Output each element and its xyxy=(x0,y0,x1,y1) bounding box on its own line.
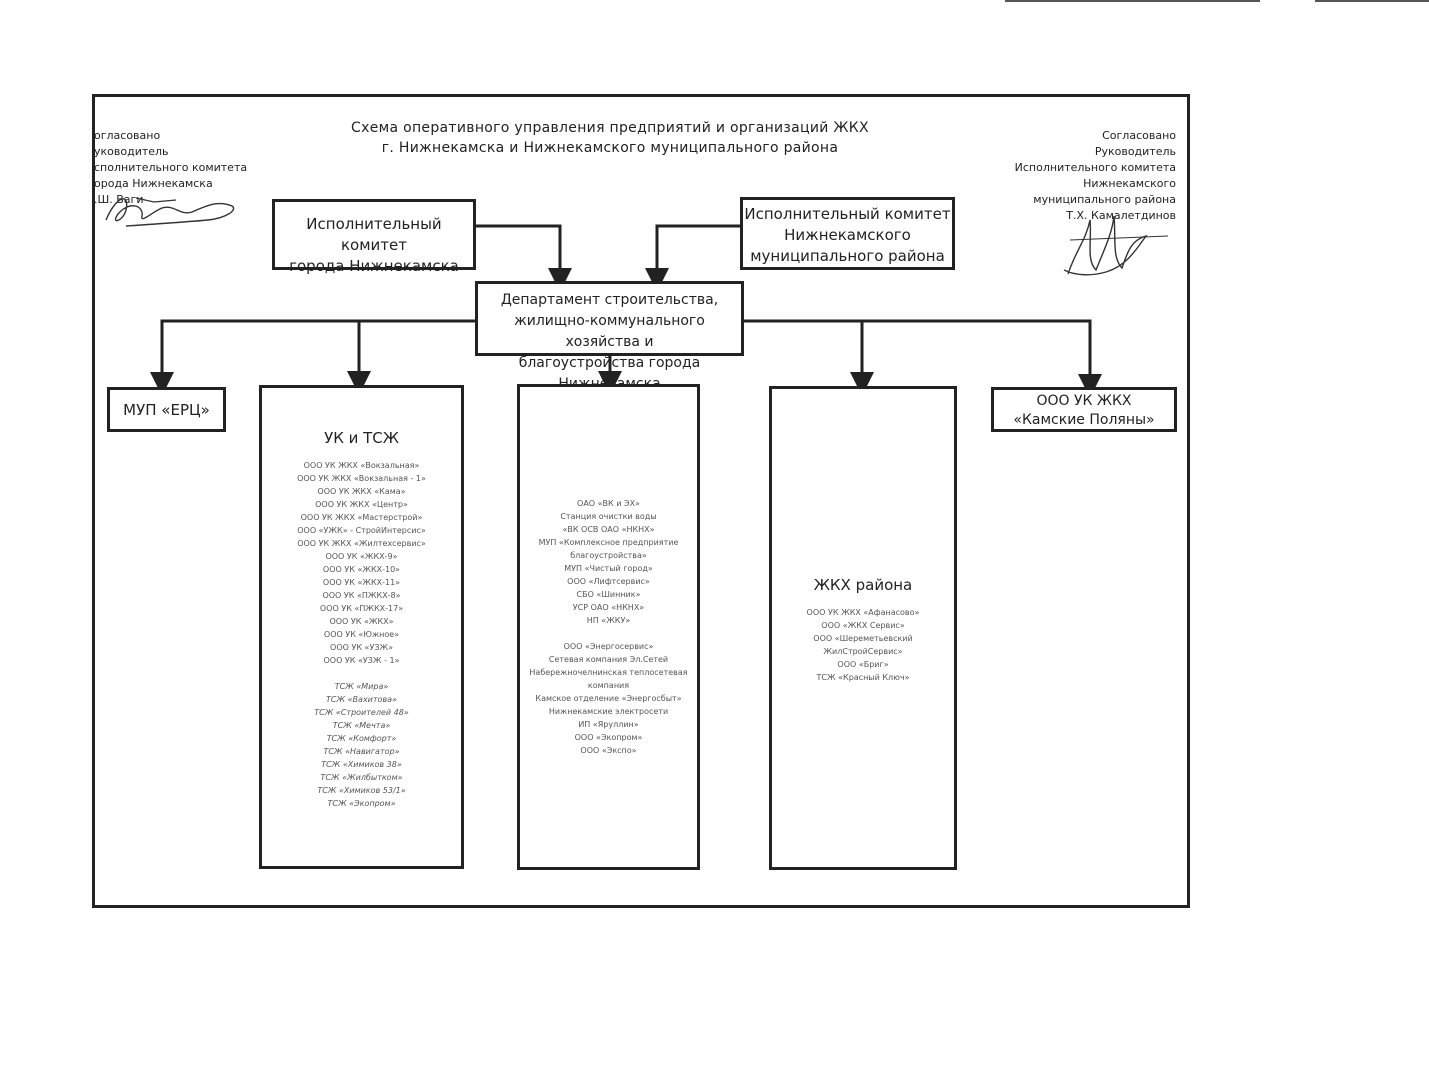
list-item: УСР ОАО «НКНХ» xyxy=(572,603,645,612)
signature-right xyxy=(1063,215,1169,276)
list-item: ООО УК ЖКХ «Вокзальная - 1» xyxy=(297,474,426,483)
list-item: ТСЖ «Мира» xyxy=(334,682,389,691)
list-item: МУП «Чистый город» xyxy=(564,564,653,573)
list-item: ООО УК «ЖКХ-10» xyxy=(322,565,401,574)
list-item: ТСЖ «Химиков 38» xyxy=(321,760,402,769)
district-committee-box: Исполнительный комитет Нижнекамского мун… xyxy=(740,197,955,270)
list-item: ООО УК ЖКХ «Центр» xyxy=(315,500,408,509)
list-item: ООО УК «ПЖКХ-17» xyxy=(319,604,404,613)
district-list: ООО УК ЖКХ «Афанасово» ООО «ЖКХ Сервис» … xyxy=(772,606,954,684)
list-item: Нижнекамские электросети xyxy=(548,707,669,716)
signature-left xyxy=(105,197,235,227)
mup-erc-box: МУП «ЕРЦ» xyxy=(107,387,226,432)
scan-edge-line xyxy=(1315,0,1429,2)
list-item: ООО УК ЖКХ «Кама» xyxy=(317,487,406,496)
uk-tszh-box: УК и ТСЖ ООО УК ЖКХ «Вокзальная» ООО УК … xyxy=(259,385,464,869)
diagram-frame xyxy=(92,94,1190,908)
list-item: ООО «Энергосервис» xyxy=(563,642,654,651)
list-item: НП «ЖКУ» xyxy=(586,616,631,625)
approval-line: уководитель xyxy=(94,145,169,158)
list-item: ООО УК «Южное» xyxy=(323,630,400,639)
approval-line: огласовано xyxy=(94,129,161,142)
list-item: ООО «Экспо» xyxy=(580,746,637,755)
connector-department-left-bus xyxy=(150,319,477,396)
list-item: ЖилСтройСервис» xyxy=(823,647,903,656)
list-item: ООО УК «УЗЖ» xyxy=(330,643,393,652)
connector-department-right-bus xyxy=(742,319,1102,398)
list-item: Набережночелнинская теплосетевая xyxy=(529,668,688,677)
box-title: ЖКХ района xyxy=(813,576,913,594)
list-item: ООО УК ЖКХ «Вокзальная» xyxy=(303,461,420,470)
box-title: УК и ТСЖ xyxy=(324,429,399,447)
list-item: компания xyxy=(587,681,630,690)
list-item: «ВК ОСВ ОАО «НКНХ» xyxy=(562,525,655,534)
approval-line: .Ш. Ваги xyxy=(94,193,144,206)
list-item: ООО УК «УЗЖ - 1» xyxy=(323,656,400,665)
utilities-list: ОАО «ВК и ЭХ» Станция очистки воды «ВК О… xyxy=(520,497,697,757)
list-item: ООО УК ЖКХ «Афанасово» xyxy=(806,608,920,617)
department-box: Департамент строительства, жилищно-комму… xyxy=(475,281,744,392)
approval-right: Согласовано Руководитель Исполнительного… xyxy=(990,128,1176,224)
list-item: ООО «Экопром» xyxy=(574,733,643,742)
approval-line: сполнительного комитета xyxy=(94,161,248,174)
list-item: ТСЖ «Химиков 53/1» xyxy=(317,786,406,795)
list-item: Станция очистки воды xyxy=(560,512,657,521)
approval-line: Нижнекамского xyxy=(1083,177,1176,190)
list-item: МУП «Комплексное предприятие xyxy=(538,538,679,547)
list-item: ТСЖ «Экопром» xyxy=(327,799,396,808)
approval-line: Руководитель xyxy=(1094,145,1176,158)
connector-district-to-department xyxy=(645,224,742,292)
utilities-box: ОАО «ВК и ЭХ» Станция очистки воды «ВК О… xyxy=(517,384,700,870)
district-zhkh-box: ЖКХ района ООО УК ЖКХ «Афанасово» ООО «Ж… xyxy=(769,386,957,870)
list-item: ТСЖ «Мечта» xyxy=(332,721,391,730)
list-item: ТСЖ «Вахитова» xyxy=(325,695,397,704)
list-item: ИП «Яруллин» xyxy=(578,720,639,729)
list-item: Сетевая компания Эл.Сетей xyxy=(548,655,669,664)
list-item: ООО УК «ЖКХ-9» xyxy=(325,552,398,561)
approval-line: Т.Х. Камалетдинов xyxy=(1066,209,1176,222)
list-item: ООО УК ЖКХ «Жилтехсервис» xyxy=(297,539,426,548)
approval-line: Исполнительного комитета xyxy=(1014,161,1176,174)
list-item: ОАО «ВК и ЭХ» xyxy=(577,499,640,508)
list-item: ООО «Шереметьевский xyxy=(813,634,913,643)
list-item: ООО «Лифтсервис» xyxy=(567,577,650,586)
approval-line: муниципального района xyxy=(1033,193,1176,206)
list-item: благоустройства» xyxy=(570,551,647,560)
diagram-title: Схема оперативного управления предприяти… xyxy=(351,120,869,156)
list-item: ООО УК ЖКХ «Мастерстрой» xyxy=(300,513,423,522)
approval-line: орода Нижнекамска xyxy=(94,177,213,190)
list-item: ООО УК «ЖКХ» xyxy=(329,617,394,626)
scan-edge-line xyxy=(1005,0,1260,2)
approval-left: огласовано уководитель сполнительного ко… xyxy=(94,128,247,208)
list-item: ТСЖ «Навигатор» xyxy=(323,747,400,756)
list-item: ООО УК «ПЖКХ-8» xyxy=(322,591,401,600)
list-item: ТСЖ «Жилбытком» xyxy=(320,773,403,782)
list-item: СБО «Шинник» xyxy=(576,590,641,599)
list-item: ООО УК «ЖКХ-11» xyxy=(322,578,401,587)
city-committee-box: Исполнительный комитет города Нижнекамск… xyxy=(272,199,476,275)
list-item: ТСЖ «Красный Ключ» xyxy=(816,673,910,682)
list-item: ООО «ЖКХ Сервис» xyxy=(821,621,905,630)
approval-line: Согласовано xyxy=(1102,129,1176,142)
list-item: Камское отделение «Энергосбыт» xyxy=(535,694,682,703)
list-item: ООО «УЖК» - СтройИнтерсис» xyxy=(297,526,426,535)
kamskie-polyany-box: ООО УК ЖКХ «Камские Поляны» xyxy=(991,387,1177,432)
connector-city-to-department xyxy=(474,224,572,292)
list-item: ООО «Бриг» xyxy=(837,660,889,669)
list-item: ТСЖ «Строителей 48» xyxy=(314,708,409,717)
uk-list: ООО УК ЖКХ «Вокзальная» ООО УК ЖКХ «Вокз… xyxy=(262,459,461,810)
list-item: ТСЖ «Комфорт» xyxy=(326,734,397,743)
